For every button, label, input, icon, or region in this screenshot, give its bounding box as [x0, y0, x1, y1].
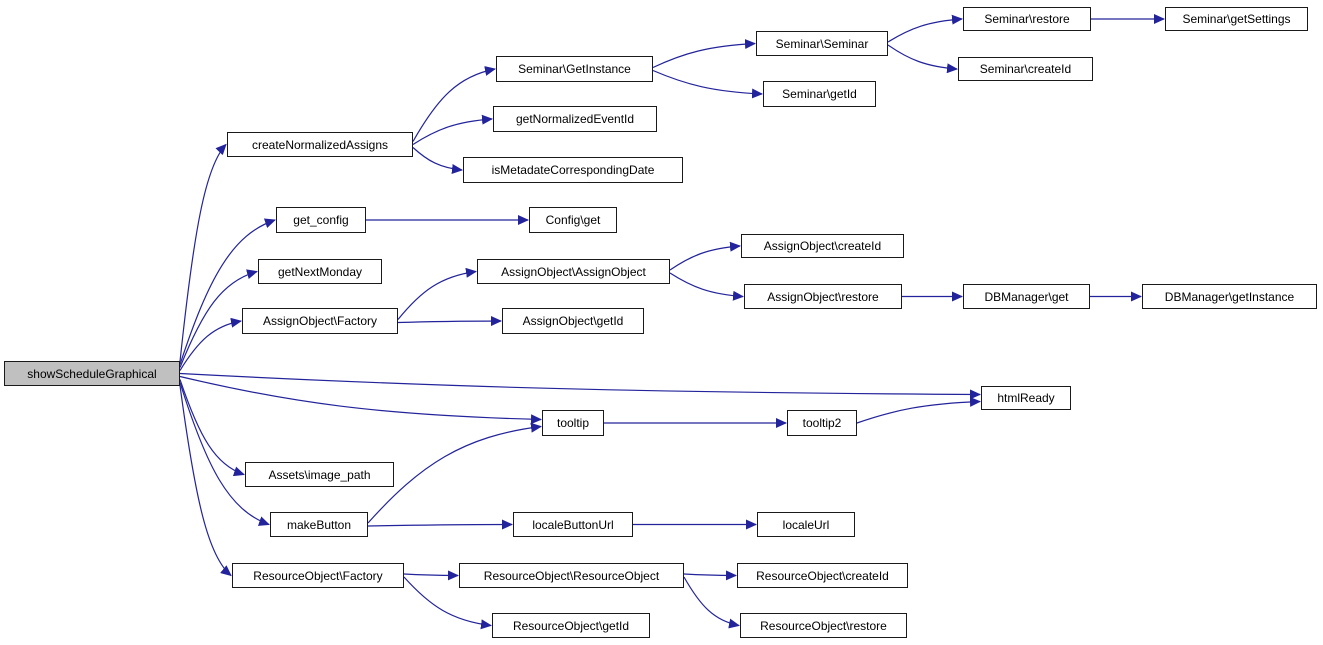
graph-node-seminarCreateId[interactable]: Seminar\createId: [958, 57, 1093, 81]
graph-edge-seminarGetInstance-to-seminarGetId: [652, 69, 763, 99]
graph-node-dbManagerGet[interactable]: DBManager\get: [963, 284, 1090, 309]
graph-edge-createNormalizedAssigns-to-seminarGetInstance: [412, 66, 496, 142]
graph-edge-assignObjectAssignObject-to-assignObjectRestore: [669, 272, 744, 301]
graph-node-seminarRestore[interactable]: Seminar\restore: [963, 7, 1091, 31]
graph-node-assignObjectGetId[interactable]: AssignObject\getId: [502, 308, 644, 334]
graph-node-tooltip[interactable]: tooltip: [542, 410, 604, 436]
graph-edge-showScheduleGraphical-to-resourceObjectFactory: [179, 385, 232, 577]
graph-node-resourceObjectRestore[interactable]: ResourceObject\restore: [740, 613, 907, 638]
graph-edge-seminarSeminar-to-seminarCreateId: [887, 44, 958, 74]
graph-edge-showScheduleGraphical-to-getConfig: [179, 218, 276, 365]
graph-edge-assignObjectAssignObject-to-assignObjectCreateId: [669, 241, 741, 271]
graph-node-resourceObjectCreateId[interactable]: ResourceObject\createId: [737, 563, 908, 588]
graph-node-localeUrl[interactable]: localeUrl: [757, 512, 855, 537]
graph-edge-showScheduleGraphical-to-makeButton: [179, 382, 270, 526]
graph-node-assignObjectCreateId[interactable]: AssignObject\createId: [741, 234, 904, 258]
graph-edge-assignObjectFactory-to-assignObjectGetId: [397, 316, 502, 327]
graph-node-getNextMonday[interactable]: getNextMonday: [258, 259, 382, 284]
graph-node-seminarGetInstance[interactable]: Seminar\GetInstance: [496, 56, 653, 82]
graph-edge-showScheduleGraphical-to-tooltip: [179, 375, 542, 425]
graph-edge-tooltip2-to-htmlReady: [856, 396, 981, 424]
graph-node-assetsImagePath[interactable]: Assets\image_path: [245, 462, 394, 487]
graph-node-createNormalizedAssigns[interactable]: createNormalizedAssigns: [227, 132, 413, 157]
graph-edge-createNormalizedAssigns-to-getNormalizedEventId: [412, 114, 493, 146]
graph-node-localeButtonUrl[interactable]: localeButtonUrl: [513, 512, 633, 537]
graph-edge-seminarGetInstance-to-seminarSeminar: [652, 39, 756, 69]
graph-node-htmlReady[interactable]: htmlReady: [981, 386, 1071, 410]
graph-edge-resourceObjectResourceObject-to-resourceObjectRestore: [683, 576, 740, 629]
graph-node-assignObjectFactory[interactable]: AssignObject\Factory: [242, 308, 398, 334]
graph-node-resourceObjectGetId[interactable]: ResourceObject\getId: [492, 613, 650, 638]
graph-node-makeButton[interactable]: makeButton: [270, 512, 368, 537]
graph-edge-seminarSeminar-to-seminarRestore: [887, 14, 963, 43]
graph-node-getNormalizedEventId[interactable]: getNormalizedEventId: [493, 106, 657, 132]
graph-edge-makeButton-to-localeButtonUrl: [367, 519, 513, 530]
graph-edge-showScheduleGraphical-to-createNormalizedAssigns: [179, 143, 227, 362]
graph-node-dbManagerGetInstance[interactable]: DBManager\getInstance: [1142, 284, 1317, 309]
graph-edge-showScheduleGraphical-to-assignObjectFactory: [179, 317, 242, 371]
graph-node-seminarSeminar[interactable]: Seminar\Seminar: [756, 31, 888, 56]
graph-edge-createNormalizedAssigns-to-isMetadateCorrespondingDate: [412, 147, 463, 174]
graph-node-getConfig[interactable]: get_config: [276, 207, 366, 233]
graph-edge-assignObjectFactory-to-assignObjectAssignObject: [397, 267, 477, 320]
graph-edge-resourceObjectResourceObject-to-resourceObjectCreateId: [683, 570, 737, 581]
graph-node-resourceObjectResourceObject[interactable]: ResourceObject\ResourceObject: [459, 563, 684, 588]
graph-node-assignObjectAssignObject[interactable]: AssignObject\AssignObject: [477, 259, 670, 284]
graph-node-tooltip2[interactable]: tooltip2: [787, 410, 857, 436]
graph-node-assignObjectRestore[interactable]: AssignObject\restore: [744, 284, 902, 309]
graph-edge-showScheduleGraphical-to-htmlReady: [179, 372, 981, 400]
graph-edge-resourceObjectFactory-to-resourceObjectResourceObject: [403, 570, 459, 581]
graph-node-seminarGetSettings[interactable]: Seminar\getSettings: [1165, 7, 1308, 31]
graph-node-configGet[interactable]: Config\get: [529, 207, 617, 233]
graph-edge-showScheduleGraphical-to-assetsImagePath: [179, 379, 245, 477]
graph-node-isMetadateCorrespondingDate[interactable]: isMetadateCorrespondingDate: [463, 157, 683, 183]
graph-node-seminarGetId[interactable]: Seminar\getId: [763, 81, 876, 107]
graph-node-resourceObjectFactory[interactable]: ResourceObject\Factory: [232, 563, 404, 588]
graph-node-showScheduleGraphical: showScheduleGraphical: [4, 361, 180, 386]
